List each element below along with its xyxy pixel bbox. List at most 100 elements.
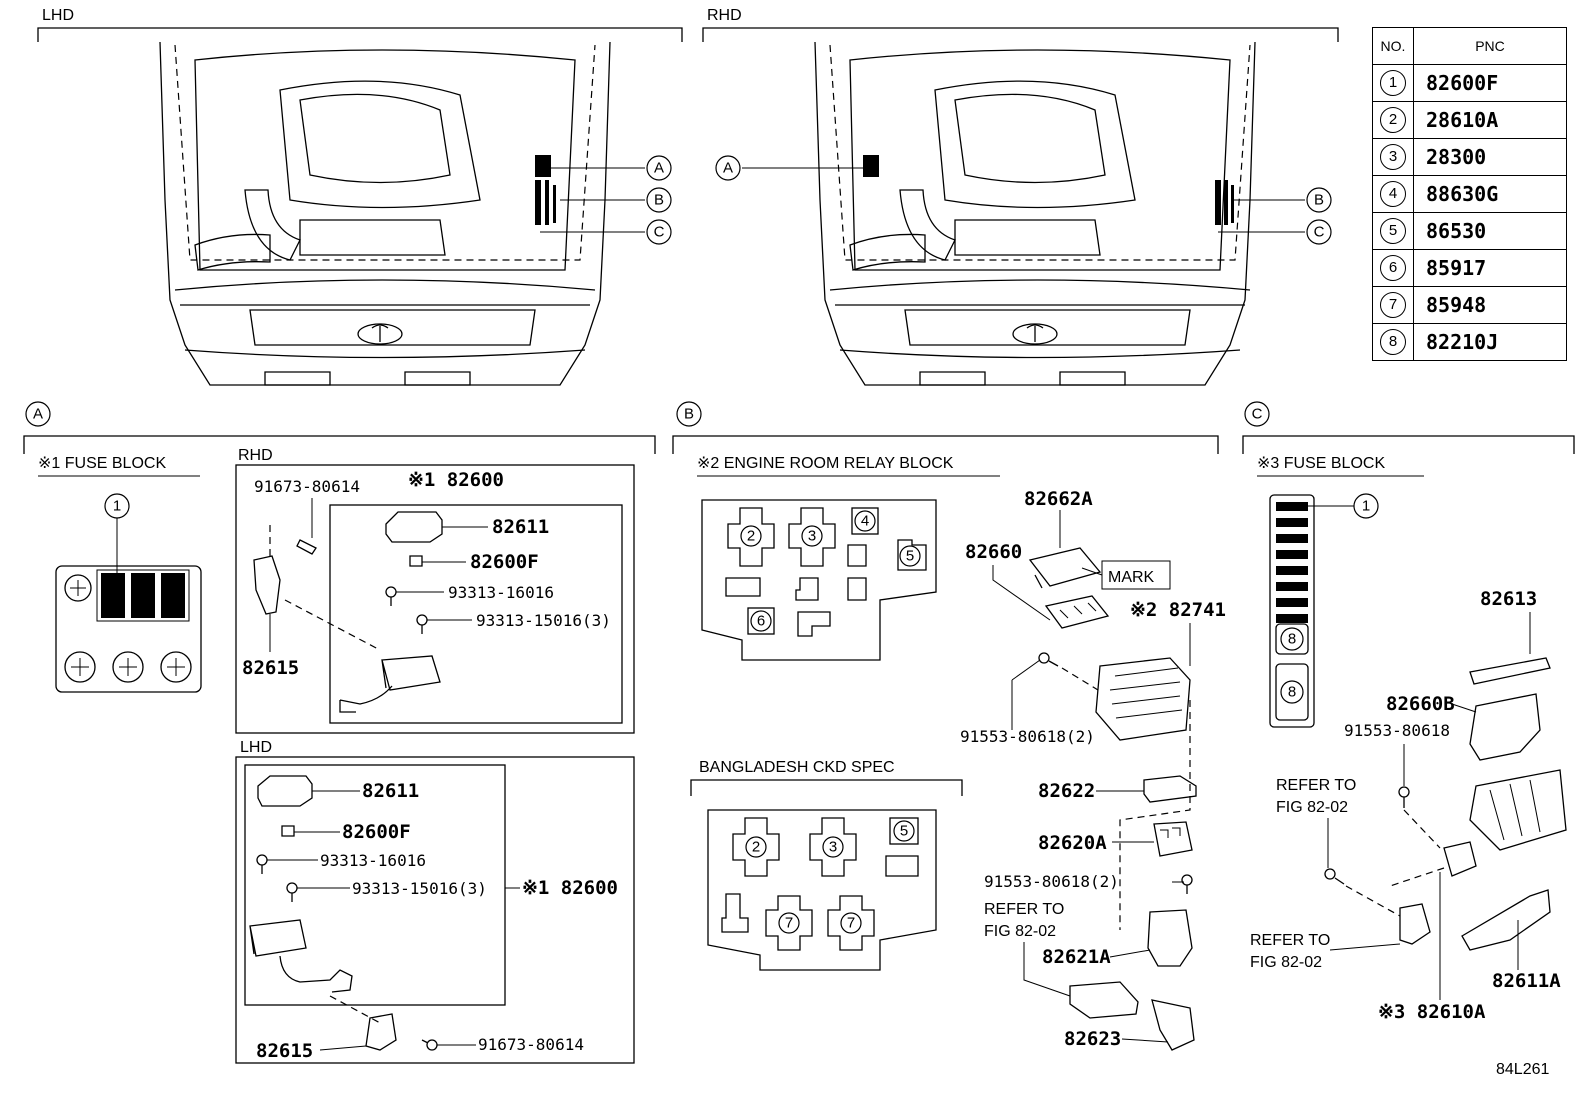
section-c: C ※3 FUSE BLOCK 8 8 1 82613 82660B 9155 — [1242, 401, 1575, 1023]
part-82660b: 82660B — [1386, 693, 1455, 715]
callout-a-lhd: A — [654, 160, 664, 177]
part-82620a: 82620A — [1038, 832, 1107, 854]
callout-1-c: 1 — [1362, 498, 1370, 515]
vehicle-engine-bay-rhd — [742, 41, 1305, 386]
table-row-no: 7 — [1380, 292, 1406, 318]
table-row-pnc: 85917 — [1413, 249, 1567, 287]
part-82623: 82623 — [1064, 1028, 1121, 1050]
callout-8b: 8 — [1288, 684, 1296, 701]
part-91553-80618-c: 91553-80618 — [1344, 721, 1450, 740]
part-93313-15016-lhd: 93313-15016(3) — [352, 879, 487, 898]
part-93313-16016-rhd: 93313-16016 — [448, 583, 554, 602]
refer-to-c2: REFER TO — [1250, 932, 1330, 949]
part-82611-rhd: 82611 — [492, 516, 549, 538]
mark-label: MARK — [1108, 569, 1155, 586]
table-row-no: 4 — [1380, 181, 1406, 207]
part-82610a: ※3 82610A — [1378, 1001, 1486, 1023]
part-82600-lhd: ※1 82600 — [522, 877, 618, 899]
part-82622: 82622 — [1038, 780, 1095, 802]
table-row-no: 1 — [1380, 70, 1406, 96]
rhd-panel-label: RHD — [238, 447, 273, 464]
table-row-no: 8 — [1380, 329, 1406, 355]
callout-1-a: 1 — [113, 498, 121, 515]
figure-id: 84L261 — [1496, 1061, 1549, 1078]
relay-6: 6 — [757, 613, 765, 630]
part-91673-80614-rhd: 91673-80614 — [254, 477, 360, 496]
section-b-title: ※2 ENGINE ROOM RELAY BLOCK — [697, 455, 954, 472]
part-93313-15016-rhd: 93313-15016(3) — [476, 611, 611, 630]
fuse-block-a — [55, 518, 202, 693]
lhd-view: LHD A B — [37, 7, 683, 386]
callout-a-rhd: A — [723, 160, 733, 177]
part-91553-80618-2b: 91553-80618(2) — [984, 872, 1119, 891]
table-row-pnc: 82210J — [1413, 323, 1567, 361]
part-91553-80618-2a: 91553-80618(2) — [960, 727, 1095, 746]
part-82621a: 82621A — [1042, 946, 1111, 968]
table-row-pnc: 86530 — [1413, 212, 1567, 250]
table-row-pnc: 88630G — [1413, 175, 1567, 213]
part-82741: ※2 82741 — [1130, 599, 1226, 621]
part-82600-rhd: ※1 82600 — [408, 469, 504, 491]
table-row-no: 6 — [1380, 255, 1406, 281]
rhd-view: RHD A B C — [702, 7, 1339, 386]
ckd-relay-7b: 7 — [847, 915, 855, 932]
ckd-relay-2: 2 — [752, 839, 760, 856]
relay-4: 4 — [861, 513, 869, 530]
vehicle-engine-bay-lhd — [159, 41, 645, 386]
section-c-marker: C — [1252, 406, 1263, 423]
callout-c-lhd: C — [654, 224, 665, 241]
section-b-marker: B — [684, 406, 694, 423]
refer-fig-c2: FIG 82-02 — [1250, 954, 1322, 971]
table-row: 8 82210J — [1372, 323, 1567, 361]
section-a-marker: A — [33, 406, 43, 423]
lhd-panel-label: LHD — [240, 739, 272, 756]
table-row: 4 88630G — [1372, 175, 1567, 213]
part-82611a: 82611A — [1492, 970, 1561, 992]
table-row-no: 3 — [1380, 144, 1406, 170]
part-93313-16016-lhd: 93313-16016 — [320, 851, 426, 870]
table-row: 5 86530 — [1372, 212, 1567, 250]
table-header-no: NO. — [1372, 27, 1414, 65]
refer-to-c1: REFER TO — [1276, 777, 1356, 794]
callout-c-rhd: C — [1314, 224, 1325, 241]
part-82613: 82613 — [1480, 588, 1537, 610]
relay-3: 3 — [808, 528, 816, 545]
part-82600f-lhd: 82600F — [342, 821, 411, 843]
callout-b-lhd: B — [654, 192, 664, 209]
ckd-relay-7a: 7 — [785, 915, 793, 932]
table-row-pnc: 85948 — [1413, 286, 1567, 324]
part-82615-lhd: 82615 — [256, 1040, 313, 1062]
table-row-pnc: 82600F — [1413, 64, 1567, 102]
table-header-row: NO. PNC — [1372, 27, 1567, 65]
table-row: 1 82600F — [1372, 64, 1567, 102]
ckd-spec-title: BANGLADESH CKD SPEC — [699, 759, 895, 776]
table-row-no: 5 — [1380, 218, 1406, 244]
lhd-label: LHD — [42, 7, 74, 24]
table-row: 6 85917 — [1372, 249, 1567, 287]
refer-to-b: REFER TO — [984, 901, 1064, 918]
part-91673-80614-lhd: 91673-80614 — [478, 1035, 584, 1054]
table-header-pnc: PNC — [1413, 27, 1567, 65]
part-82660: 82660 — [965, 541, 1022, 563]
table-row: 7 85948 — [1372, 286, 1567, 324]
ckd-relay-layout: 2 3 5 7 7 — [721, 817, 919, 951]
callout-b-rhd: B — [1314, 192, 1324, 209]
callout-8a: 8 — [1288, 631, 1296, 648]
relay-2: 2 — [747, 528, 755, 545]
part-82611-lhd: 82611 — [362, 780, 419, 802]
part-82600f-rhd: 82600F — [470, 551, 539, 573]
pnc-table: NO. PNC 1 82600F 2 28610A 3 28300 4 8863… — [1372, 27, 1567, 361]
part-82615-rhd: 82615 — [242, 657, 299, 679]
section-c-title: ※3 FUSE BLOCK — [1257, 455, 1385, 472]
section-b: B ※2 ENGINE ROOM RELAY BLOCK 2 3 4 5 6 B… — [672, 401, 1226, 1051]
table-row-pnc: 28300 — [1413, 138, 1567, 176]
ckd-relay-3: 3 — [829, 839, 837, 856]
part-82662a: 82662A — [1024, 488, 1093, 510]
section-a-title: ※1 FUSE BLOCK — [38, 455, 166, 472]
section-a: A ※1 FUSE BLOCK 1 RHD 91673-80614 ※1 826… — [23, 401, 656, 1064]
refer-fig-c1: FIG 82-02 — [1276, 799, 1348, 816]
table-row-no: 2 — [1380, 107, 1406, 133]
table-row-pnc: 28610A — [1413, 101, 1567, 139]
refer-fig-b: FIG 82-02 — [984, 923, 1056, 940]
